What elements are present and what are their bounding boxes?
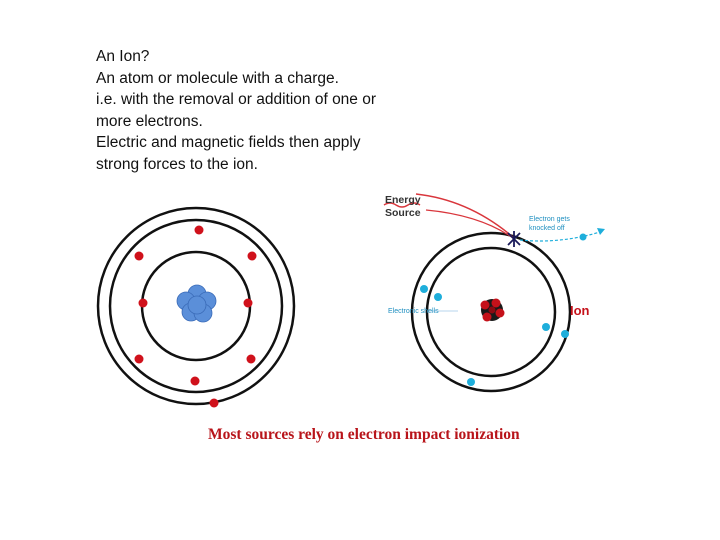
knocked-electron-path xyxy=(520,232,600,241)
electron xyxy=(247,355,256,364)
knocked-electron xyxy=(580,234,587,241)
electron xyxy=(467,378,475,386)
electron xyxy=(210,399,219,408)
caption: Most sources rely on electron impact ion… xyxy=(208,426,520,444)
electron xyxy=(244,299,253,308)
electron xyxy=(248,252,257,261)
electron xyxy=(191,377,200,386)
electron-knocked-label-1: Electron gets xyxy=(529,216,570,223)
electron xyxy=(542,323,550,331)
ion-diagram xyxy=(384,194,605,391)
ion-nucleus xyxy=(481,299,505,322)
electron-knocked-label-2: knocked off xyxy=(529,225,565,232)
electron xyxy=(195,226,204,235)
nucleus xyxy=(177,285,216,322)
electronic-shells-label: Electronic shells xyxy=(388,308,439,315)
energy-path xyxy=(416,194,514,238)
electron xyxy=(420,285,428,293)
electron xyxy=(139,299,148,308)
electron xyxy=(561,330,569,338)
electron xyxy=(135,355,144,364)
knocked-electron-arrow xyxy=(597,228,605,235)
neutral-atom-diagram xyxy=(98,208,294,408)
electron xyxy=(135,252,144,261)
energy-source-label-1: Energy xyxy=(385,194,421,206)
electron xyxy=(434,293,442,301)
ion-label: Ion xyxy=(570,303,590,318)
energy-source-label-2: Source xyxy=(385,207,421,219)
